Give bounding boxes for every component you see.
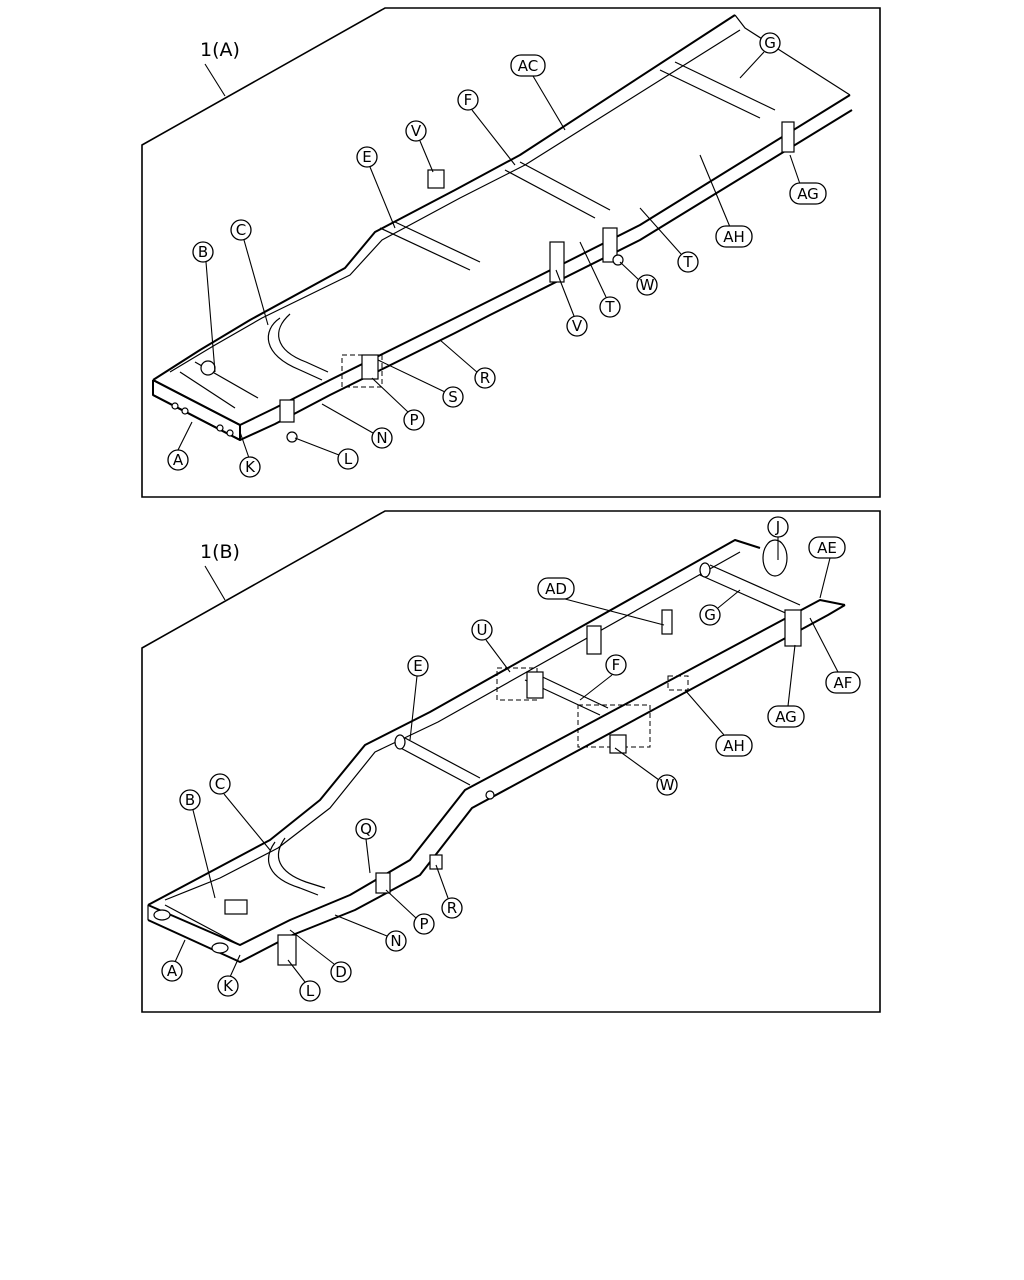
callout-label: J xyxy=(775,518,780,536)
panel-b-border xyxy=(141,510,881,1013)
callout-label: AF xyxy=(834,674,853,692)
callout-label: AH xyxy=(723,737,745,755)
callout-label: D xyxy=(335,963,347,981)
callout-label: R xyxy=(480,369,490,387)
callout-label: T xyxy=(682,253,693,271)
callout-label: F xyxy=(464,91,473,109)
callout-label: R xyxy=(447,899,457,917)
callout-label: AC xyxy=(518,57,538,75)
callout-label: V xyxy=(411,122,422,140)
callout-label: E xyxy=(362,148,371,166)
callout-label: C xyxy=(236,221,246,239)
frame-diagram-panel-a: 1(A) xyxy=(141,7,881,498)
callout-label: N xyxy=(390,932,401,950)
callout-label: Q xyxy=(360,820,372,838)
frame-diagram-panel-b: 1(B) xyxy=(141,510,881,1013)
callout-label: AD xyxy=(545,580,567,598)
panel-a-title: 1(A) xyxy=(200,39,240,61)
callout-label: AG xyxy=(775,708,797,726)
callout-label: B xyxy=(198,243,208,261)
callout-label: B xyxy=(185,791,195,809)
chassis-frame-a xyxy=(152,14,853,443)
callout-label: W xyxy=(640,276,655,294)
callout-label: V xyxy=(572,317,583,335)
callout-label: W xyxy=(660,776,675,794)
callout-label: U xyxy=(477,621,488,639)
callout-label: A xyxy=(167,962,178,980)
callout-label: K xyxy=(223,977,234,995)
callout-label: L xyxy=(306,982,315,1000)
callout-label: G xyxy=(764,34,776,52)
callouts-b: J AE AD G U AF AG F E AH xyxy=(161,516,861,1002)
callouts-a: A B C E F V AC G AG AH xyxy=(167,32,827,478)
chassis-frame-b xyxy=(147,539,846,966)
callout-label: AE xyxy=(817,539,837,557)
callout-label: K xyxy=(245,458,256,476)
callout-label: P xyxy=(419,915,428,933)
callout-label: L xyxy=(344,450,353,468)
callout-label: N xyxy=(376,429,387,447)
panel-b-title: 1(B) xyxy=(200,541,240,563)
callout-label: E xyxy=(413,657,422,675)
callout-label: G xyxy=(704,606,716,624)
callout-label: P xyxy=(409,411,418,429)
callout-label: A xyxy=(173,451,184,469)
panel-a-border xyxy=(141,7,881,498)
callout-label: AH xyxy=(723,228,745,246)
callout-label: C xyxy=(215,775,225,793)
callout-label: S xyxy=(448,388,458,406)
callout-label: AG xyxy=(797,185,819,203)
callout-label: T xyxy=(604,298,615,316)
callout-label: F xyxy=(612,656,621,674)
